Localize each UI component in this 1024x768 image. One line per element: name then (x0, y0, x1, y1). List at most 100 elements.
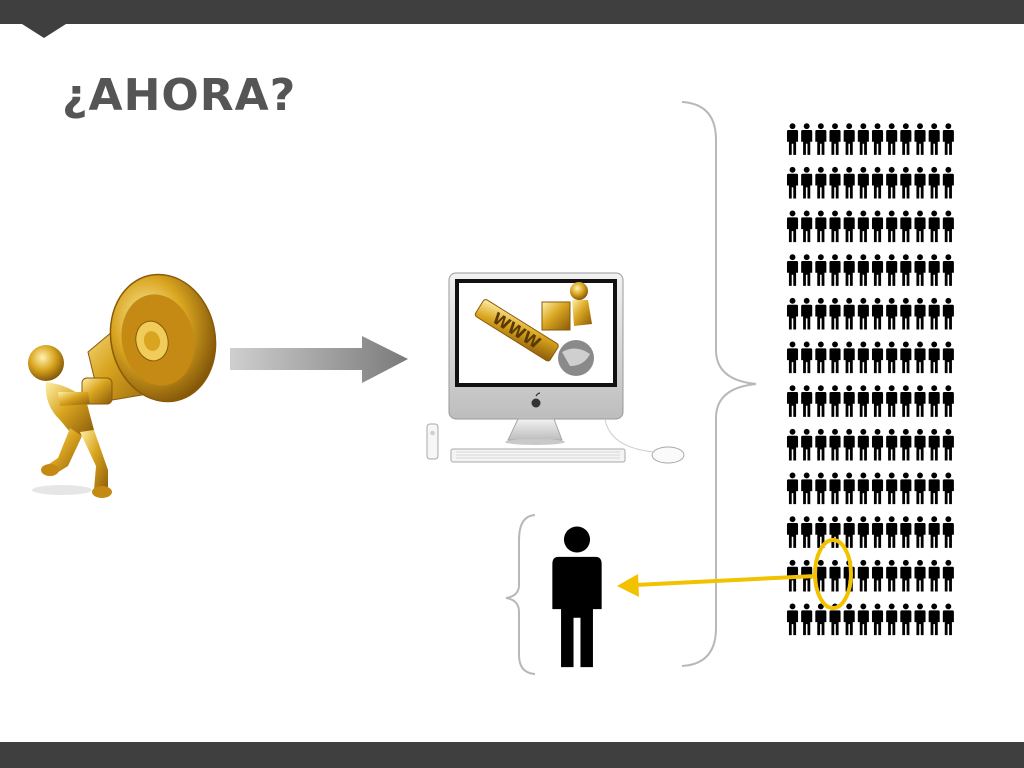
crowd-person-icon (942, 516, 954, 548)
crowd-person-icon (928, 166, 940, 199)
crowd-person-icon (815, 472, 827, 505)
crowd-person-icon (914, 428, 926, 461)
crowd-person-icon (815, 297, 827, 330)
crowd-person-icon (886, 472, 898, 505)
crowd-person-icon (815, 254, 827, 286)
crowd-person-icon (857, 472, 869, 505)
crowd-person-icon (871, 603, 884, 636)
crowd-person-icon (914, 559, 926, 592)
crowd-person-icon (942, 297, 954, 330)
crowd-person-icon (871, 385, 884, 417)
crowd-person-icon (871, 210, 884, 243)
crowd-person-icon (928, 603, 940, 636)
crowd-person-icon (786, 341, 799, 374)
crowd-person-icon (829, 166, 841, 199)
crowd-person-icon (914, 472, 926, 505)
crowd-person-icon (942, 341, 954, 374)
crowd-person-icon (928, 428, 940, 461)
crowd-person-icon (843, 254, 855, 286)
slide-title: ¿AHORA? (62, 70, 297, 121)
crowd-person-icon (942, 472, 954, 505)
crowd-person-icon (829, 341, 841, 374)
crowd-person-icon (914, 210, 926, 243)
crowd-person-icon (829, 385, 841, 417)
crowd-person-icon (815, 123, 827, 155)
crowd-person-icon (815, 341, 827, 374)
crowd-person-icon (857, 254, 869, 286)
crowd-person-icon (843, 210, 855, 243)
crowd-person-icon (928, 559, 940, 592)
crowd-person-icon (843, 166, 855, 199)
crowd-person-icon (857, 297, 869, 330)
crowd-person-icon (900, 472, 912, 505)
crowd-person-icon (786, 254, 799, 286)
crowd-person-icon (786, 166, 799, 199)
crowd-person-icon (900, 254, 912, 286)
crowd-person-icon (871, 166, 884, 199)
crowd-person-icon (928, 210, 940, 243)
crowd-person-icon (843, 297, 855, 330)
crowd-person-icon (886, 210, 898, 243)
selection-arrow-icon (617, 574, 817, 597)
crowd-person-icon (928, 385, 940, 417)
crowd-person-icon (843, 341, 855, 374)
crowd-person-icon (829, 123, 841, 155)
crowd-person-icon (900, 297, 912, 330)
crowd-person-icon (900, 210, 912, 243)
crowd-person-icon (815, 428, 827, 461)
crowd-person-icon (871, 472, 884, 505)
top-bar-notch (22, 24, 66, 38)
crowd-person-icon (886, 341, 898, 374)
large-brace (681, 101, 757, 667)
crowd-person-icon (801, 254, 813, 286)
crowd-person-icon (815, 385, 827, 417)
crowd-person-icon (886, 428, 898, 461)
crowd-person-icon (786, 297, 799, 330)
crowd-person-icon (829, 428, 841, 461)
crowd-person-icon (900, 123, 912, 155)
crowd-person-icon (801, 166, 813, 199)
computer: WWW (426, 272, 685, 464)
crowd-person-icon (857, 559, 869, 592)
crowd-person-icon (942, 428, 954, 461)
crowd-person-icon (928, 297, 940, 330)
crowd-icon (786, 123, 954, 636)
crowd-person-icon (843, 123, 855, 155)
crowd-person-icon (801, 385, 813, 417)
crowd-person-icon (786, 516, 799, 548)
highlight-ellipse (813, 538, 853, 610)
crowd-person-icon (829, 297, 841, 330)
crowd-person-icon (886, 559, 898, 592)
bottom-bar (0, 742, 1024, 768)
crowd-person-icon (928, 516, 940, 548)
crowd-person-icon (886, 297, 898, 330)
right-arrow-icon (230, 336, 408, 383)
crowd-person-icon (900, 385, 912, 417)
crowd-person-icon (829, 254, 841, 286)
crowd-person-icon (786, 210, 799, 243)
crowd-person-icon (801, 472, 813, 505)
crowd-person-icon (942, 210, 954, 243)
crowd-person-icon (857, 603, 869, 636)
crowd-person-icon (871, 254, 884, 286)
crowd-person-icon (914, 516, 926, 548)
crowd-person-icon (914, 123, 926, 155)
crowd-person-icon (857, 341, 869, 374)
crowd-person-icon (914, 297, 926, 330)
crowd-person-icon (928, 254, 940, 286)
person-icon (552, 526, 602, 668)
crowd-person-icon (801, 516, 813, 548)
crowd-person-icon (843, 472, 855, 505)
crowd-person-icon (871, 516, 884, 548)
crowd-person-icon (900, 341, 912, 374)
crowd-person-icon (871, 297, 884, 330)
small-brace (505, 514, 536, 675)
crowd-person-icon (900, 559, 912, 592)
crowd-person-icon (914, 254, 926, 286)
crowd-person-icon (815, 603, 827, 636)
top-bar (0, 0, 1024, 24)
crowd-person-icon (900, 603, 912, 636)
crowd-person-icon (857, 166, 869, 199)
crowd-person-icon (815, 210, 827, 243)
crowd-person-icon (843, 516, 855, 548)
